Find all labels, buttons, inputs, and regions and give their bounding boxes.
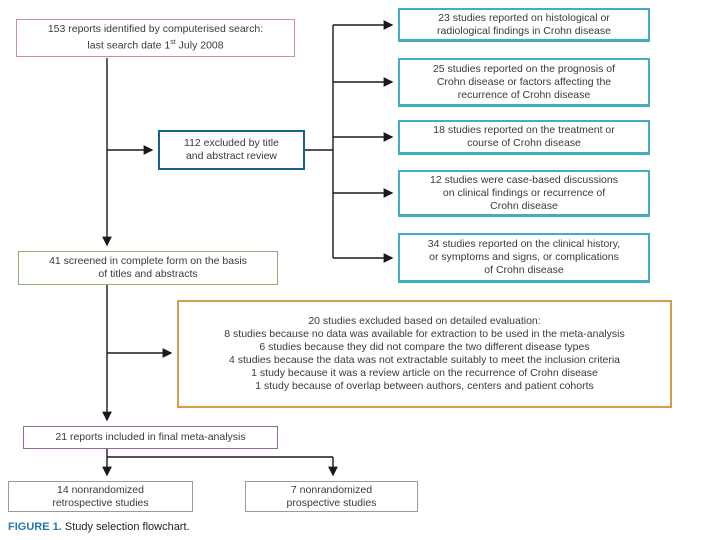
reason-4-line3: of Crohn disease bbox=[484, 264, 564, 276]
identified-line2-superscript: st bbox=[170, 39, 176, 47]
reason-4-line2: or symptoms and signs, or complications bbox=[429, 251, 619, 263]
retrospective-line2: retrospective studies bbox=[52, 496, 149, 509]
figure-caption-label: FIGURE 1. bbox=[8, 521, 62, 533]
reason-1-line3: recurrence of Crohn disease bbox=[457, 88, 591, 101]
detailed-line4: 4 studies because the data was not extra… bbox=[228, 354, 621, 366]
excluded-title-line2: and abstract review bbox=[185, 150, 278, 162]
node-reason-treatment: 18 studies reported on the treatment or … bbox=[398, 120, 650, 155]
reason-2-line2: course of Crohn disease bbox=[467, 137, 581, 149]
detailed-line3: 6 studies because they did not compare t… bbox=[259, 341, 590, 353]
reason-1-line2: Crohn disease or factors affecting the bbox=[436, 75, 612, 88]
node-retrospective-studies: 14 nonrandomized retrospective studies bbox=[8, 481, 193, 512]
detailed-line5: 1 study because it was a review article … bbox=[251, 367, 598, 379]
prospective-line2: prospective studies bbox=[286, 496, 377, 509]
identified-line2: last search date 1st July 2008 bbox=[17, 36, 294, 53]
node-reports-identified: 153 reports identified by computerised s… bbox=[16, 19, 295, 57]
reason-3-line1: 12 studies were case-based discussions bbox=[430, 173, 618, 186]
reason-3-line3: Crohn disease bbox=[490, 199, 558, 212]
reason-2-line1: 18 studies reported on the treatment or bbox=[433, 124, 615, 136]
excluded-title-line1: 112 excluded by title bbox=[184, 137, 279, 149]
detailed-line1: 20 studies excluded based on detailed ev… bbox=[308, 315, 541, 327]
node-prospective-studies: 7 nonrandomized prospective studies bbox=[245, 481, 418, 512]
retrospective-line1: 14 nonrandomized bbox=[57, 483, 144, 496]
detailed-line6: 1 study because of overlap between autho… bbox=[255, 380, 594, 392]
node-screened-complete-form: 41 screened in complete form on the basi… bbox=[18, 251, 278, 285]
screened-line1: 41 screened in complete form on the basi… bbox=[49, 255, 247, 267]
reason-0-line2: radiological findings in Crohn disease bbox=[437, 24, 611, 37]
node-excluded-title-abstract: 112 excluded by title and abstract revie… bbox=[158, 130, 305, 170]
figure-caption: FIGURE 1. Study selection flowchart. bbox=[8, 521, 190, 533]
node-included-meta-analysis: 21 reports included in final meta-analys… bbox=[23, 426, 278, 449]
screened-line2: of titles and abstracts bbox=[98, 268, 198, 280]
reason-1-line1: 25 studies reported on the prognosis of bbox=[432, 62, 616, 75]
detailed-line2: 8 studies because no data was available … bbox=[224, 328, 625, 340]
node-reason-clinical-history: 34 studies reported on the clinical hist… bbox=[398, 233, 650, 283]
prospective-line1: 7 nonrandomized bbox=[290, 483, 373, 496]
figure-caption-text: Study selection flowchart. bbox=[64, 521, 190, 533]
node-detailed-exclusion: 20 studies excluded based on detailed ev… bbox=[177, 300, 672, 408]
identified-line2-suffix: July 2008 bbox=[175, 39, 224, 52]
reason-4-line1: 34 studies reported on the clinical hist… bbox=[427, 238, 621, 250]
node-reason-case-based: 12 studies were case-based discussions o… bbox=[398, 170, 650, 217]
included-line1: 21 reports included in final meta-analys… bbox=[55, 431, 246, 443]
node-reason-histological: 23 studies reported on histological or r… bbox=[398, 8, 650, 42]
reason-0-line1: 23 studies reported on histological or bbox=[438, 11, 610, 24]
identified-line1: 153 reports identified by computerised s… bbox=[47, 23, 264, 36]
reason-3-line2: on clinical findings or recurrence of bbox=[442, 186, 606, 199]
identified-line2-prefix: last search date 1 bbox=[87, 39, 171, 52]
node-reason-prognosis: 25 studies reported on the prognosis of … bbox=[398, 58, 650, 107]
